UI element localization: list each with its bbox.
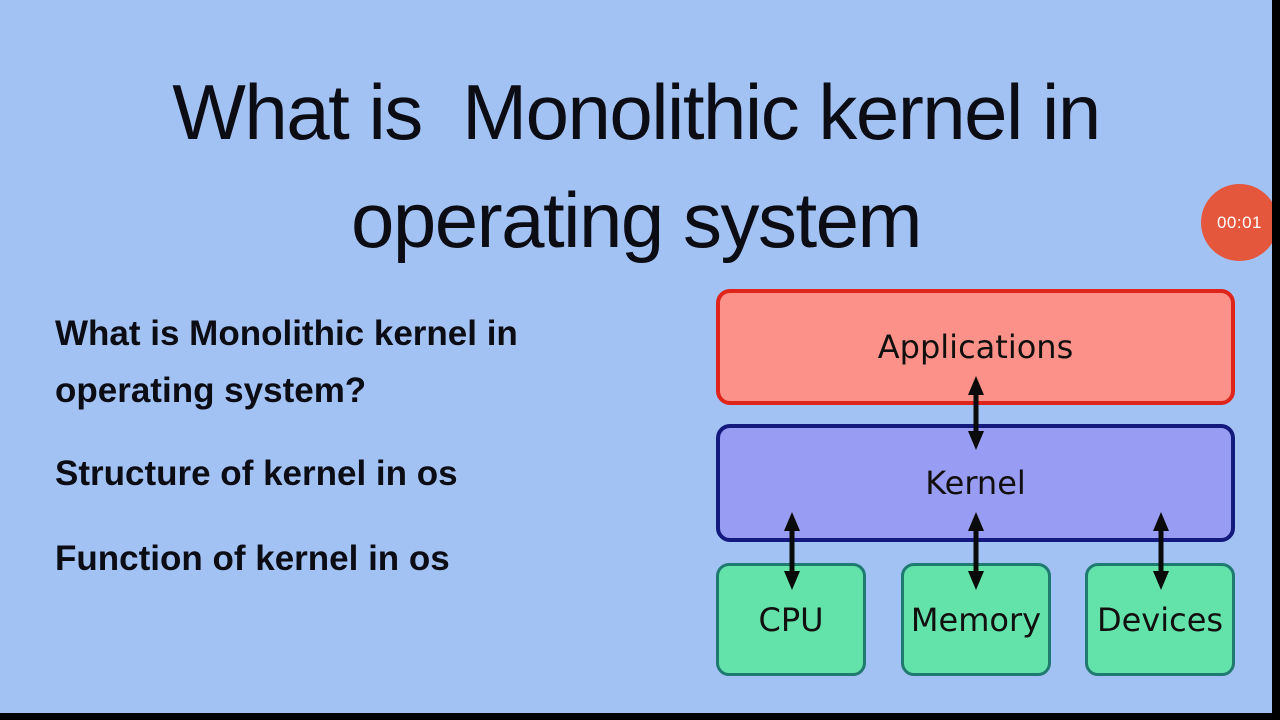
slide-title-line-1: What is Monolithic kernel in	[172, 68, 1101, 156]
edge-kernel-devices	[1149, 512, 1173, 590]
edge-applications-kernel	[964, 376, 988, 450]
cpu-label: CPU	[758, 600, 824, 639]
double-arrow-icon	[968, 512, 984, 590]
memory-label: Memory	[910, 600, 1042, 639]
double-arrow-icon	[968, 376, 984, 450]
bullet-question: What is Monolithic kernel in operating s…	[55, 314, 518, 410]
double-arrow-icon	[784, 512, 800, 590]
edge-kernel-cpu	[780, 512, 804, 590]
letterbox-bottom	[0, 713, 1280, 720]
bullet-function: Function of kernel in os	[55, 539, 450, 578]
devices-label: Devices	[1096, 600, 1224, 639]
cpu-box: CPU	[716, 563, 866, 676]
recording-time-label: 00:01	[1216, 212, 1263, 232]
slide-title-line-2: operating system	[351, 176, 922, 264]
letterbox-right	[1272, 0, 1280, 720]
kernel-label: Kernel	[925, 464, 1026, 502]
edge-kernel-memory	[964, 512, 988, 590]
recording-timer-badge[interactable]: 00:01	[1201, 184, 1278, 261]
applications-label: Applications	[877, 328, 1074, 366]
bullet-structure: Structure of kernel in os	[55, 454, 458, 493]
double-arrow-icon	[1153, 512, 1169, 590]
slide-title: What is Monolithic kernel in operating s…	[0, 58, 1272, 274]
